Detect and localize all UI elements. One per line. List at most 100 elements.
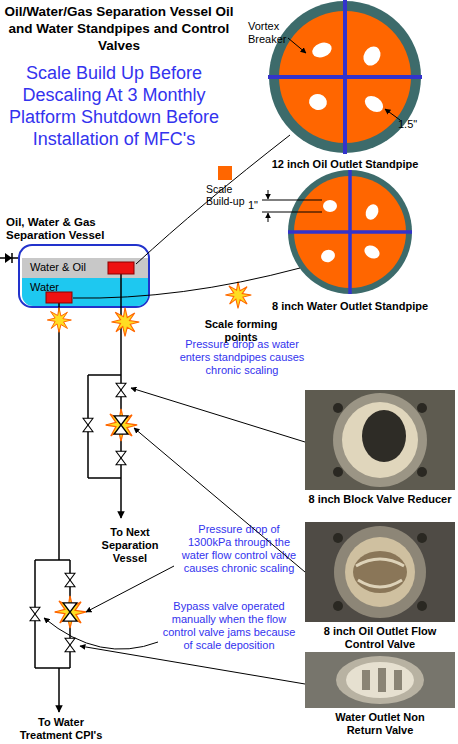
oil-outlet-arrow — [120, 478, 122, 518]
layer-label: Water & Oil — [30, 261, 110, 274]
bore — [362, 410, 406, 462]
open-hole — [362, 93, 386, 116]
scale-deposit — [346, 662, 414, 698]
scale-point-symbol — [55, 596, 86, 628]
open-hole — [310, 40, 334, 60]
bolt-hole — [333, 403, 343, 413]
leader-line — [73, 268, 300, 298]
pipework — [0, 258, 121, 712]
standpipe-wall — [288, 170, 412, 294]
photo-block-valve — [305, 390, 455, 490]
block-valve-symbol — [65, 573, 75, 587]
legend-text: Scale forming points — [194, 318, 288, 344]
open-hole — [362, 243, 382, 261]
photo-non-return-valve — [305, 652, 455, 708]
diagram-title: Oil/Water/Gas Separation Vessel Oil and … — [2, 3, 236, 54]
inlet-check-symbol — [5, 253, 12, 263]
bolt-hole — [417, 533, 427, 543]
flange — [334, 526, 426, 618]
photo-caption: 8 inch Oil Outlet Flow Control Valve — [315, 625, 445, 651]
leader-line — [131, 388, 305, 442]
callout-note: Pressure drop as water enters standpipes… — [178, 338, 306, 377]
photo-background — [305, 522, 455, 622]
bolt-hole — [417, 601, 427, 611]
oil-outlet-pipe — [88, 274, 121, 478]
scale-deposit — [345, 537, 415, 607]
valve-plug — [353, 551, 407, 593]
bolt-hole — [333, 533, 343, 543]
dimension-arrow — [268, 190, 269, 199]
open-hole — [363, 202, 381, 222]
leader-line — [44, 618, 158, 649]
scale-point-symbol — [106, 409, 137, 441]
valve-slot — [378, 668, 386, 692]
flow-destination: To Water Treatment CPI's — [16, 716, 106, 742]
photo-caption: Water Outlet Non Return Valve — [330, 711, 430, 737]
vortex-breaker-bar — [343, 0, 347, 154]
separation-vessel: Oil, Water & Gas Separation VesselWater … — [18, 244, 150, 308]
water-standpipe-drawing — [288, 170, 412, 294]
fluid-layer: Water & Oil — [22, 258, 148, 278]
leader-line — [136, 135, 290, 264]
flange — [333, 393, 427, 487]
bolt-hole — [333, 601, 343, 611]
block-valve-symbol — [116, 383, 126, 397]
photo-background — [305, 390, 455, 490]
control-valve-symbol — [63, 603, 77, 621]
block-valve-symbol — [116, 451, 126, 465]
callout-note: Pressure drop of 1300kPa through the wat… — [176, 523, 302, 575]
photo-control-valve — [305, 522, 455, 622]
photo-caption: 8 inch Block Valve Reducer — [295, 493, 458, 506]
dimension-label: 1.5" — [398, 118, 428, 131]
leader-lines — [44, 38, 400, 684]
standpipe-caption: 8 inch Water Outlet Standpipe — [263, 300, 437, 313]
subtitle: Scale Build Up Before Descaling At 3 Mon… — [0, 62, 228, 150]
water-outlet-pipe — [35, 302, 70, 668]
dimension-label: 1" — [248, 199, 262, 212]
leader-line — [80, 646, 305, 684]
flange — [336, 656, 424, 704]
fluid-layer: Water — [22, 278, 148, 306]
vessel-heading: Oil, Water & Gas Separation Vessel — [6, 216, 122, 242]
standpipe-wall — [269, 1, 421, 153]
scale-deposit — [342, 402, 418, 478]
leader-line — [86, 566, 174, 612]
oil-standpipe-drawing — [268, 0, 422, 154]
dimension-line — [385, 109, 400, 120]
valve-photo: 8 inch Block Valve Reducer — [305, 390, 455, 490]
bolt-hole — [333, 467, 343, 477]
vortex-breaker-bar — [348, 170, 352, 294]
open-hole — [319, 248, 336, 264]
standpipe-caption: 12 inch Oil Outlet Standpipe — [258, 158, 432, 171]
water-standpipe-marker — [46, 292, 72, 303]
callout-note: Bypass valve operated manually when the … — [158, 600, 300, 652]
standpipe-section: 12 inch Oil Outlet Standpipe — [268, 0, 422, 154]
valve-plug-edge — [356, 559, 404, 587]
valve-photo: 8 inch Oil Outlet Flow Control Valve — [305, 522, 455, 622]
inlet-pipe — [0, 257, 18, 259]
bolt-hole — [417, 467, 427, 477]
leader-line — [134, 428, 305, 572]
leader-line — [288, 38, 306, 53]
bolt-hole — [417, 403, 427, 413]
dimension-line — [262, 200, 322, 212]
standpipe-section: 8 inch Water Outlet Standpipe — [288, 170, 412, 294]
layer-label: Water — [30, 281, 90, 294]
scale-point-symbol — [47, 308, 71, 333]
flow-destination: To Next Separation Vessel — [86, 526, 174, 565]
legend-swatch — [218, 166, 232, 180]
bypass-valve-symbol — [30, 607, 40, 621]
valve-slot — [394, 670, 402, 690]
open-hole — [323, 200, 337, 212]
callout-label: Vortex Breaker — [248, 20, 294, 46]
water-outlet-arrow — [58, 668, 60, 712]
inlet-check-symbol — [11, 253, 13, 263]
bypass-valve-symbol — [83, 418, 93, 432]
oil-standpipe-marker — [108, 262, 134, 274]
photo-background — [305, 652, 455, 708]
valve-photo: Water Outlet Non Return Valve — [305, 652, 455, 708]
valve-slot — [362, 670, 370, 690]
dimension-arrow — [268, 213, 269, 222]
